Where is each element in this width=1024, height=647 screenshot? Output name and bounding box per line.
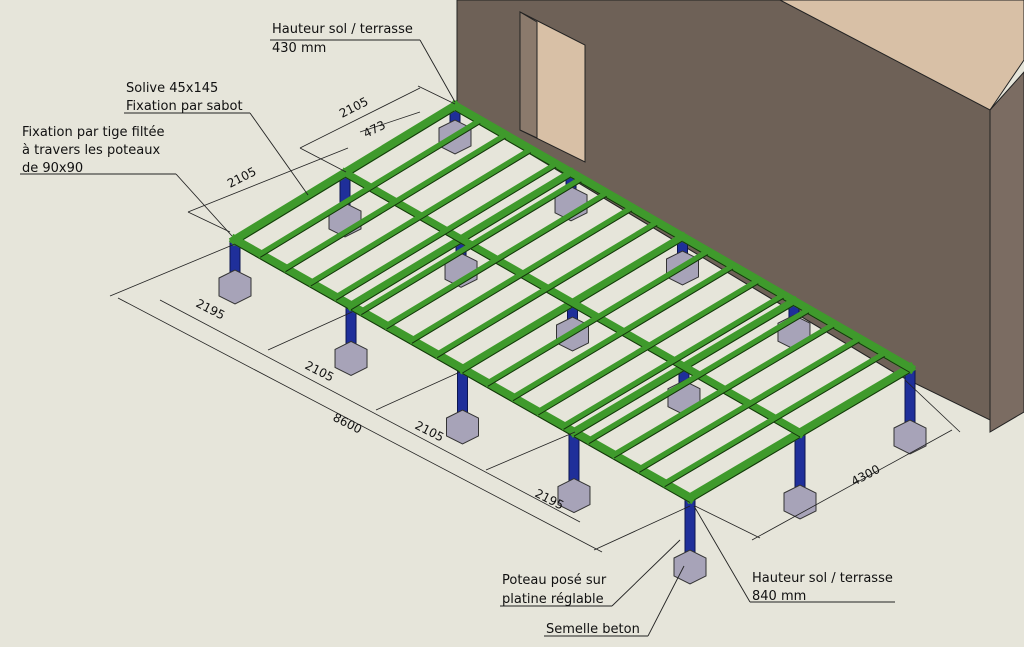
rod-label-3: de 90x90 (22, 161, 83, 176)
annotation-texts: Hauteur sol / terrasse 430 mm Solive 45x… (22, 22, 893, 637)
post-label-2: platine réglable (502, 592, 604, 607)
post-with-footing (218, 239, 252, 305)
dim-back-span-1: 2105 (337, 94, 371, 120)
joist (584, 305, 814, 445)
joist (534, 276, 763, 417)
joist (559, 291, 788, 431)
concrete-footing (673, 549, 707, 585)
post-with-footing (557, 431, 591, 514)
joist-edge (436, 225, 658, 359)
concrete-footing (893, 419, 927, 455)
joist-edge (361, 181, 582, 316)
building-door-jamb (519, 11, 538, 139)
concrete-footing (446, 409, 479, 445)
height-top-value: 430 mm (272, 41, 326, 56)
frame-mid-beam-edge (344, 176, 801, 438)
joist (508, 261, 738, 402)
deck-frame (228, 99, 917, 505)
joist (256, 116, 485, 259)
joist-edge (664, 356, 885, 488)
post (904, 367, 916, 429)
joist (610, 320, 839, 460)
dim-front-span-3: 2105 (413, 418, 447, 444)
joist-label: Solive 45x145 (126, 81, 218, 96)
joist-edge (563, 297, 784, 430)
building-roof (779, 0, 1024, 111)
joist (483, 247, 712, 388)
joist-edge (310, 152, 532, 287)
building-side-wall (989, 71, 1024, 433)
dim-front-span-1: 2195 (194, 296, 228, 322)
rod-label-1: Fixation par tige filtée (22, 125, 165, 140)
joist-edge (260, 123, 481, 258)
joist (357, 174, 586, 316)
post (684, 497, 696, 559)
joist-edge (639, 341, 860, 473)
dim-total-length: 8600 (331, 410, 365, 436)
height-top-label: Hauteur sol / terrasse (272, 22, 413, 37)
joist-edge (411, 210, 633, 344)
dim-joist-spacing: 473 (361, 118, 388, 141)
joist (660, 349, 889, 488)
joist (635, 334, 864, 474)
joist (306, 145, 535, 288)
joist (331, 160, 561, 302)
leader-lines (20, 39, 895, 637)
dim-total-width: 4300 (849, 462, 883, 489)
joist-edge (386, 195, 607, 330)
concrete-footing (557, 478, 591, 514)
concrete-footing (334, 340, 368, 376)
post-label-1: Poteau posé sur (502, 573, 607, 588)
dimension-lines (109, 85, 961, 553)
footing-label: Semelle beton (546, 622, 640, 637)
joist (382, 189, 611, 331)
dim-front-span-2: 2105 (303, 358, 337, 384)
rod-label-2: à travers les poteaux (22, 143, 160, 158)
joist-edge (285, 137, 506, 273)
joist-edge (512, 268, 734, 402)
joist-edge (588, 312, 810, 445)
dim-back-span-2: 2105 (225, 164, 259, 190)
concrete-footing (218, 269, 252, 305)
joist-edge (487, 254, 709, 387)
concrete-footing (783, 484, 817, 520)
post (794, 432, 806, 494)
joist-fixing-label: Fixation par sabot (126, 99, 243, 114)
joist-edge (613, 326, 835, 459)
joist (281, 130, 510, 273)
height-bottom-value: 840 mm (752, 589, 806, 604)
joist (407, 203, 637, 345)
joist (433, 218, 662, 359)
building (456, 0, 1024, 433)
post-with-footing (783, 432, 817, 520)
joist-edge (538, 283, 759, 416)
height-bottom-label: Hauteur sol / terrasse (752, 571, 893, 586)
joist-edge (335, 166, 557, 301)
building-front-wall (456, 0, 991, 421)
